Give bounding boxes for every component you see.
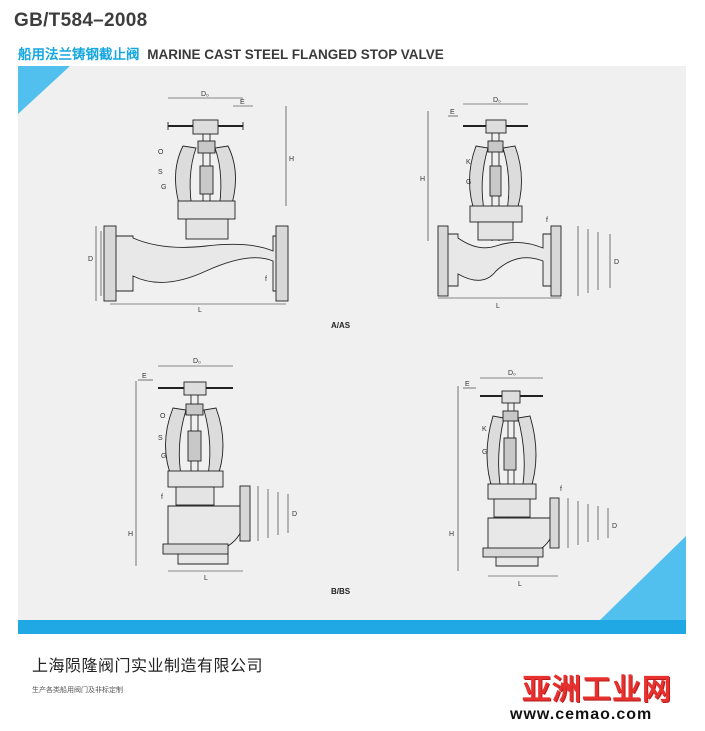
dim-label-f: f xyxy=(560,486,562,493)
dim-label-h: H xyxy=(128,531,133,538)
company-name: 上海陨隆阀门实业制造有限公司 xyxy=(32,658,264,675)
dim-label-l: L xyxy=(518,581,522,588)
dim-label-g: G xyxy=(161,184,166,191)
corner-triangle-top-left xyxy=(18,66,70,114)
dim-label-s: S xyxy=(158,435,163,442)
dim-label-d: D xyxy=(612,523,617,530)
valve-diagram-bs xyxy=(457,377,609,577)
dim-label-d: D xyxy=(88,256,93,263)
title-chinese: 船用法兰铸钢截止阀 xyxy=(18,47,140,62)
title-english: MARINE CAST STEEL FLANGED STOP VALVE xyxy=(147,47,444,62)
dim-label-d0: D₀ xyxy=(508,370,516,377)
dim-label-h: H xyxy=(449,531,454,538)
corner-triangle-bottom-right xyxy=(598,536,686,622)
valve-diagram-a xyxy=(95,97,289,305)
dim-label-o: O xyxy=(158,149,164,156)
valve-diagram-as xyxy=(427,103,611,299)
valve-b-labels: D₀ E O S G H L D f xyxy=(128,358,297,582)
dim-label-g: G xyxy=(482,449,487,456)
valve-as-labels: D₀ E K G H L D f xyxy=(420,97,619,310)
dim-label-d: D xyxy=(292,511,297,518)
dim-label-e: E xyxy=(142,373,147,380)
dim-label-h: H xyxy=(289,156,294,163)
valve-bs-labels: D₀ E K G H L D f xyxy=(449,370,617,588)
product-title: 船用法兰铸钢截止阀 MARINE CAST STEEL FLANGED STOP… xyxy=(18,43,444,63)
drawing-panel: D₀ E O S G H L D f xyxy=(18,66,686,622)
standard-code: GB/T584–2008 xyxy=(14,10,148,31)
dim-label-d0: D₀ xyxy=(493,97,501,104)
dim-label-f: f xyxy=(265,276,267,283)
dim-label-e: E xyxy=(240,99,245,106)
valve-diagram-b xyxy=(135,365,289,572)
dim-label-l: L xyxy=(496,303,500,310)
dim-label-f: f xyxy=(161,494,163,501)
dim-label-g: G xyxy=(466,179,471,186)
dim-label-l: L xyxy=(198,307,202,314)
dim-label-e: E xyxy=(450,109,455,116)
dim-label-k: K xyxy=(466,159,471,166)
accent-bar xyxy=(18,620,686,634)
watermark-logo: 亚洲工业网 xyxy=(522,672,673,706)
dim-label-l: L xyxy=(204,575,208,582)
valve-a-labels: D₀ E O S G H L D f xyxy=(88,91,294,314)
dim-label-d: D xyxy=(614,259,619,266)
dim-label-d0: D₀ xyxy=(193,358,201,365)
dim-label-g: G xyxy=(161,453,166,460)
dim-label-o: O xyxy=(160,413,166,420)
dim-label-f: f xyxy=(546,217,548,224)
dim-label-h: H xyxy=(420,176,425,183)
dim-label-e: E xyxy=(465,381,470,388)
dim-label-s: S xyxy=(158,169,163,176)
company-slogan: 生产各类船用阀门及非标定制 xyxy=(32,687,123,694)
caption-a-as: A/AS xyxy=(331,321,351,330)
caption-b-bs: B/BS xyxy=(331,587,351,596)
dim-label-k: K xyxy=(482,426,487,433)
technical-drawing: D₀ E O S G H L D f xyxy=(18,66,686,622)
watermark-url: www.cemao.com xyxy=(510,706,653,723)
dim-label-d0: D₀ xyxy=(201,91,209,98)
